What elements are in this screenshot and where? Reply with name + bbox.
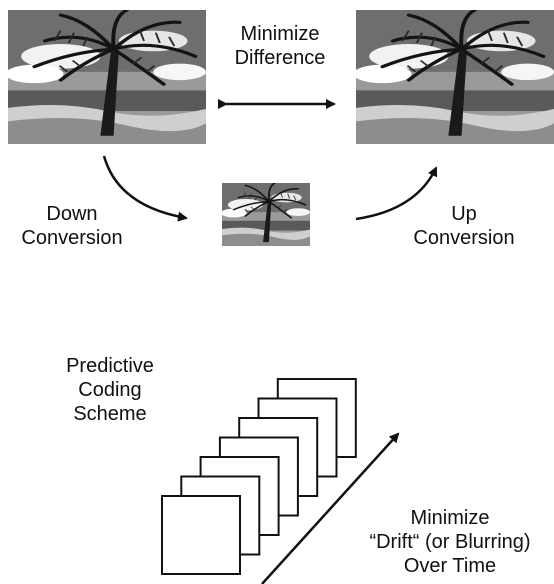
down-conversion-line1: Down <box>46 203 98 225</box>
minimize-difference-line2: Difference <box>234 47 326 69</box>
up-conversion-arrow <box>355 166 438 221</box>
drift-label: Minimize “Drift“ (or Blurring) Over Time <box>350 506 550 578</box>
predictive-frame-stack <box>161 378 357 575</box>
predictive-coding-line1: Predictive <box>66 355 154 377</box>
drift-arrow <box>261 432 400 584</box>
minimize-difference-label: Minimize Difference <box>222 22 338 70</box>
up-conversion-line2: Conversion <box>413 227 515 249</box>
drift-line3: Over Time <box>403 555 497 577</box>
predicted-frame-1 <box>161 495 241 575</box>
down-conversion-arrow <box>102 155 188 222</box>
down-conversion-label: Down Conversion <box>12 202 132 250</box>
up-conversion-line1: Up <box>451 203 477 225</box>
down-conversion-line2: Conversion <box>21 227 123 249</box>
predictive-coding-line2: Coding <box>78 379 142 401</box>
predictive-coding-line3: Scheme <box>73 403 147 425</box>
up-conversion-label: Up Conversion <box>404 202 524 250</box>
drift-line2: “Drift“ (or Blurring) <box>369 531 531 553</box>
predictive-coding-label: Predictive Coding Scheme <box>44 354 176 426</box>
drift-line1: Minimize <box>410 507 490 529</box>
minimize-difference-line1: Minimize <box>240 23 320 45</box>
